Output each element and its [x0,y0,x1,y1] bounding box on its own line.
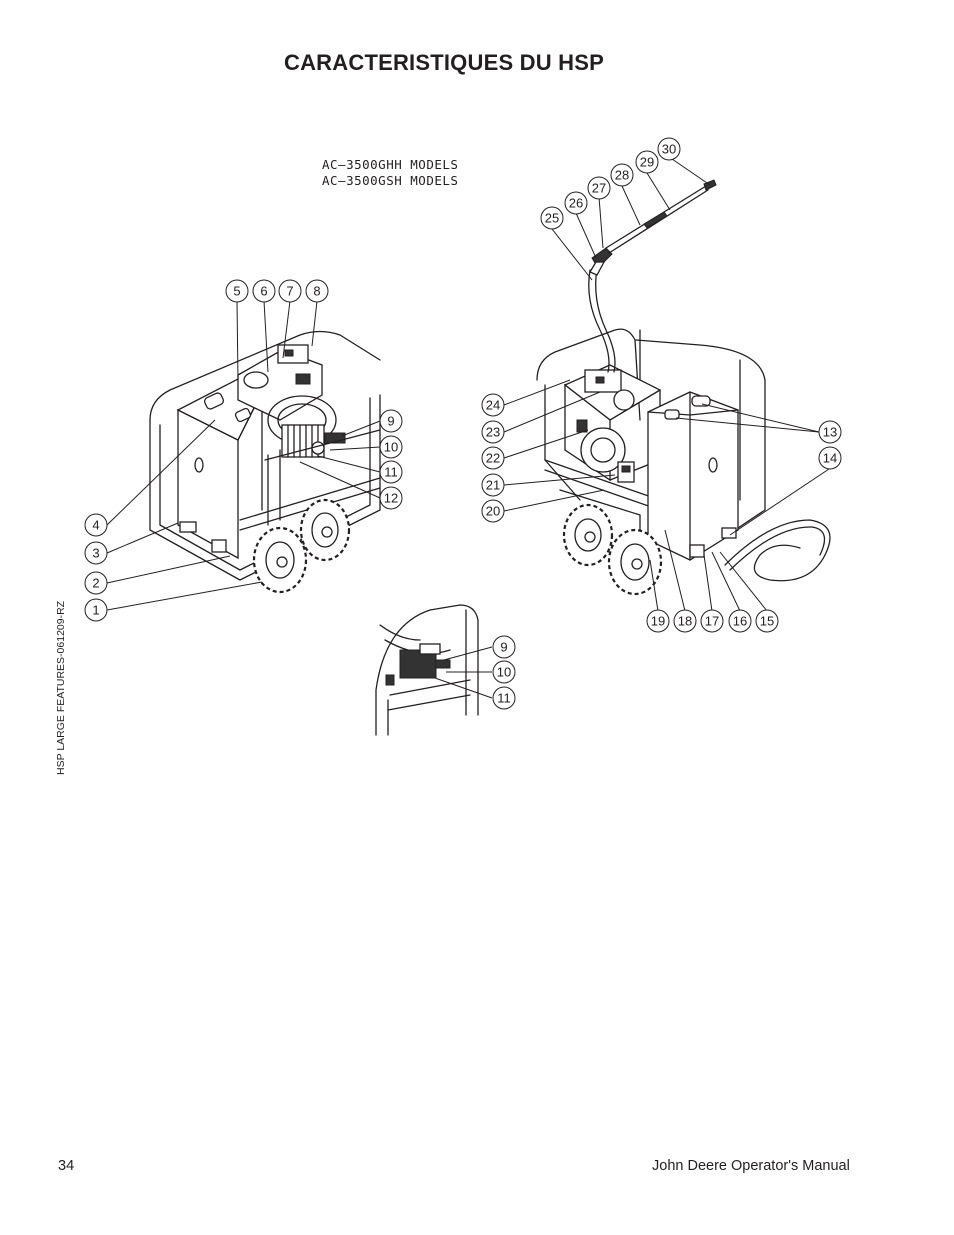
right-machine-illustration [536,179,831,596]
detail-callout-11: 11 [492,686,516,710]
callout-1: 1 [84,598,108,622]
svg-text:9: 9 [387,414,394,429]
svg-text:27: 27 [592,181,606,196]
callout-18: 18 [673,609,697,633]
detail-callout-10: 10 [492,660,516,684]
svg-text:23: 23 [486,425,500,440]
page-title: CARACTERISTIQUES DU HSP [284,50,604,75]
svg-text:24: 24 [486,398,500,413]
callout-15: 15 [755,609,779,633]
callout-3: 3 [84,541,108,565]
svg-text:3: 3 [92,546,99,561]
callout-9: 9 [379,409,403,433]
callout-21: 21 [481,473,505,497]
model-gsh: AC—3500GSH MODELS [322,173,459,188]
svg-text:2: 2 [92,576,99,591]
pump-detail-illustration [375,604,479,736]
svg-text:11: 11 [497,691,511,706]
callout-4: 4 [84,513,108,537]
detail-callout-9: 9 [492,635,516,659]
callout-13: 13 [818,420,842,444]
svg-text:8: 8 [313,284,320,299]
callout-8: 8 [305,279,329,303]
callout-23: 23 [481,420,505,444]
svg-text:30: 30 [662,142,676,157]
callout-27: 27 [587,176,611,200]
svg-text:22: 22 [486,451,500,466]
svg-text:29: 29 [640,155,654,170]
callout-25: 25 [540,206,564,230]
svg-text:19: 19 [651,614,665,629]
svg-text:25: 25 [545,211,559,226]
callout-26: 26 [564,191,588,215]
footer-manual-title: John Deere Operator's Manual [652,1158,850,1174]
model-list: AC—3500GHH MODELS AC—3500GSH MODELS [322,157,458,189]
callout-20: 20 [481,499,505,523]
svg-text:18: 18 [678,614,692,629]
callout-16: 16 [728,609,752,633]
callout-22: 22 [481,446,505,470]
svg-text:10: 10 [497,665,511,680]
svg-text:7: 7 [286,284,293,299]
callout-6: 6 [252,279,276,303]
svg-text:12: 12 [384,491,398,506]
callout-12: 12 [379,486,403,510]
svg-text:6: 6 [260,284,267,299]
svg-text:17: 17 [705,614,719,629]
svg-text:11: 11 [384,465,398,480]
callout-14: 14 [818,446,842,470]
callout-10: 10 [379,435,403,459]
callout-19: 19 [646,609,670,633]
svg-text:10: 10 [384,440,398,455]
callout-5: 5 [225,279,249,303]
callout-7: 7 [278,279,302,303]
model-ghh: AC—3500GHH MODELS [322,157,459,172]
svg-text:16: 16 [733,614,747,629]
svg-text:15: 15 [760,614,774,629]
svg-text:9: 9 [500,640,507,655]
svg-text:28: 28 [615,168,629,183]
svg-text:4: 4 [92,518,99,533]
callout-11: 11 [379,460,403,484]
svg-text:26: 26 [569,196,583,211]
svg-text:20: 20 [486,504,500,519]
callout-17: 17 [700,609,724,633]
svg-text:14: 14 [823,451,837,466]
page-number: 34 [58,1158,75,1174]
callout-29: 29 [635,150,659,174]
callout-30: 30 [657,137,681,161]
svg-text:13: 13 [823,425,837,440]
callout-24: 24 [481,393,505,417]
left-machine-illustration [149,330,381,594]
svg-text:5: 5 [233,284,240,299]
callout-leaders [106,158,830,699]
svg-text:1: 1 [92,603,99,618]
svg-text:21: 21 [486,478,500,493]
callout-2: 2 [84,571,108,595]
callout-28: 28 [610,163,634,187]
